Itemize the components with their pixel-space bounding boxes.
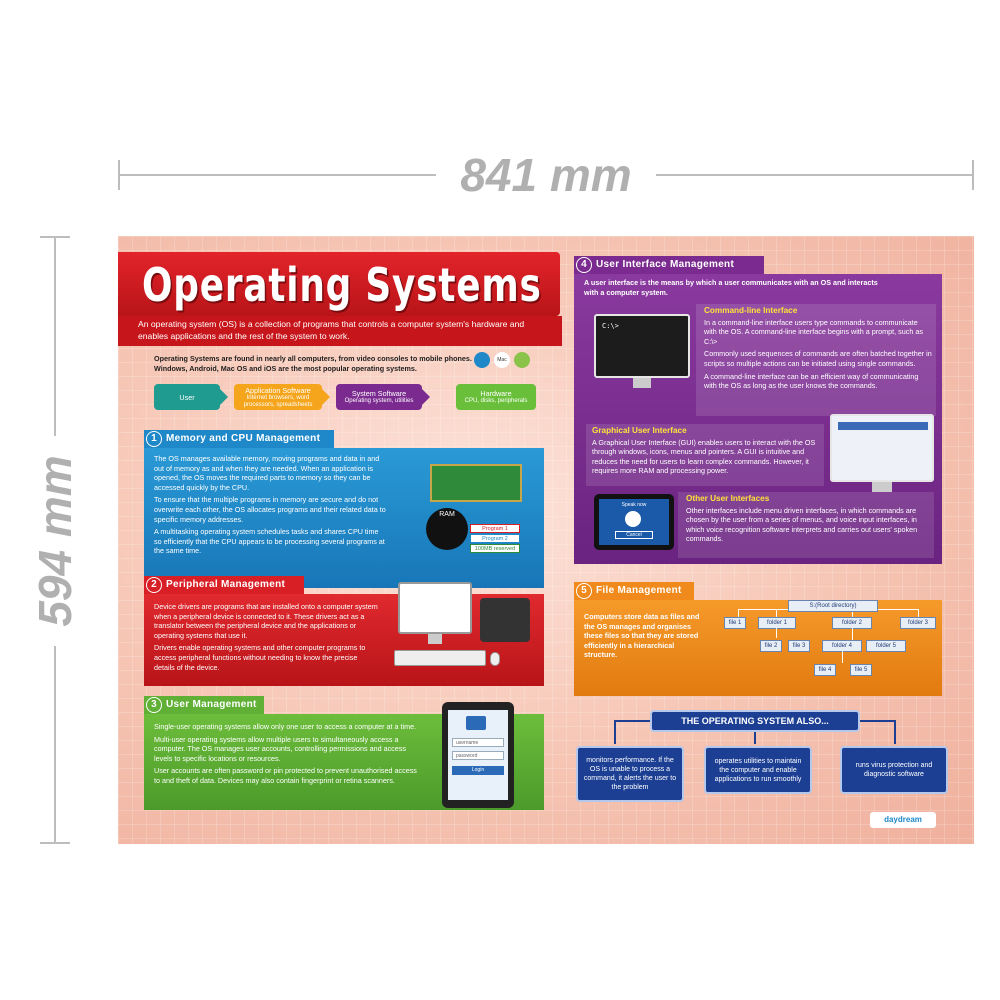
cli-monitor-icon: C:\> bbox=[594, 314, 690, 388]
arrow-icon bbox=[220, 389, 228, 405]
root-directory: S:(Root directory) bbox=[788, 600, 878, 612]
section2-panel: Device drivers are programs that are ins… bbox=[144, 582, 544, 686]
flow-user: User bbox=[154, 384, 220, 410]
s3-p2: Multi-user operating systems allow multi… bbox=[154, 734, 406, 763]
cancel-button[interactable]: Cancel bbox=[615, 531, 653, 539]
tablet-login: username password Login bbox=[442, 702, 514, 808]
os-also-item-1: monitors performance. If the OS is unabl… bbox=[576, 746, 684, 802]
file5: file 5 bbox=[850, 664, 872, 676]
other-ui-title: Other User Interfaces bbox=[686, 494, 770, 503]
os-also-title: The Operating System also... bbox=[650, 710, 860, 732]
s3-p3: User accounts are often password or pin … bbox=[154, 766, 417, 785]
poster: Operating Systems An operating system (O… bbox=[118, 236, 974, 844]
windows-logo-icon bbox=[474, 352, 490, 368]
ram-chip-icon bbox=[430, 464, 522, 502]
camera-icon bbox=[466, 716, 486, 730]
cli-title: Command-line Interface bbox=[704, 306, 798, 315]
microphone-icon bbox=[625, 511, 641, 527]
s5-p: Computers store data as files and the OS… bbox=[584, 612, 700, 660]
username-field[interactable]: username bbox=[452, 738, 504, 747]
folder5: folder 5 bbox=[866, 640, 906, 652]
gui-monitor-icon bbox=[830, 414, 934, 492]
cli-p1: In a command-line interface users type c… bbox=[704, 317, 923, 346]
keyboard-icon bbox=[394, 650, 486, 666]
width-label: 841 mm bbox=[460, 149, 632, 201]
printer-icon bbox=[480, 598, 530, 642]
desktop-monitor-icon bbox=[398, 582, 472, 644]
s1-p2: To ensure that the multiple programs in … bbox=[154, 495, 386, 524]
cli-p2: Commonly used sequences of commands are … bbox=[704, 349, 932, 368]
intro-strip: An operating system (OS) is a collection… bbox=[118, 316, 562, 346]
program1-label: Program 1 bbox=[470, 524, 520, 533]
section1-panel: The OS manages available memory, moving … bbox=[144, 448, 544, 588]
poster-title: Operating Systems bbox=[142, 258, 542, 312]
os-also-item-3: runs virus protection and diagnostic sof… bbox=[840, 746, 948, 794]
arrow-icon bbox=[322, 389, 330, 405]
file1: file 1 bbox=[724, 617, 746, 629]
folder1: folder 1 bbox=[758, 617, 796, 629]
title-banner: Operating Systems bbox=[118, 252, 560, 316]
s1-p3: A multitasking operating system schedule… bbox=[154, 527, 385, 556]
os-also-item-2: operates utilities to maintain the compu… bbox=[704, 746, 812, 794]
height-dimension: 594 mm bbox=[29, 236, 81, 844]
intro-text: An operating system (OS) is a collection… bbox=[138, 319, 525, 341]
s2-p2: Drivers enable operating systems and oth… bbox=[154, 643, 366, 672]
reserved-label: 100MB reserved bbox=[470, 544, 520, 553]
gui-title: Graphical User Interface bbox=[592, 426, 687, 435]
s4-intro: A user interface is the means by which a… bbox=[584, 278, 878, 297]
s2-p1: Device drivers are programs that are ins… bbox=[154, 602, 378, 640]
login-button[interactable]: Login bbox=[452, 766, 504, 775]
section4-panel: A user interface is the means by which a… bbox=[574, 274, 942, 564]
android-logo-icon bbox=[514, 352, 530, 368]
file3: file 3 bbox=[788, 640, 810, 652]
mouse-icon bbox=[490, 652, 500, 666]
s1-p1: The OS manages available memory, moving … bbox=[154, 454, 380, 492]
mac-logo-icon: Mac bbox=[494, 352, 510, 368]
ram-circle-icon: RAM bbox=[426, 508, 468, 550]
gui-p: A Graphical User Interface (GUI) enables… bbox=[592, 437, 816, 476]
s3-p1: Single-user operating systems allow only… bbox=[154, 722, 417, 731]
cli-prompt: C:\> bbox=[602, 322, 619, 330]
program2-label: Program 2 bbox=[470, 534, 520, 543]
speak-now-label: Speak now bbox=[621, 502, 647, 508]
file4: file 4 bbox=[814, 664, 836, 676]
voice-tablet: Speak now Cancel bbox=[594, 494, 674, 550]
cli-p3: A command-line interface can be an effic… bbox=[704, 371, 919, 391]
height-label: 594 mm bbox=[29, 455, 81, 627]
arrow-icon bbox=[422, 389, 430, 405]
other-ui-p: Other interfaces include menu driven int… bbox=[686, 505, 918, 544]
file2: file 2 bbox=[760, 640, 782, 652]
folder3: folder 3 bbox=[900, 617, 936, 629]
os-logos: Mac bbox=[474, 350, 538, 372]
password-field[interactable]: password bbox=[452, 751, 504, 760]
width-dimension: 841 mm bbox=[118, 150, 974, 200]
found-text: Operating Systems are found in nearly al… bbox=[154, 354, 472, 373]
section5-panel: Computers store data as files and the OS… bbox=[574, 600, 942, 696]
brand-logo: daydream bbox=[870, 812, 936, 828]
